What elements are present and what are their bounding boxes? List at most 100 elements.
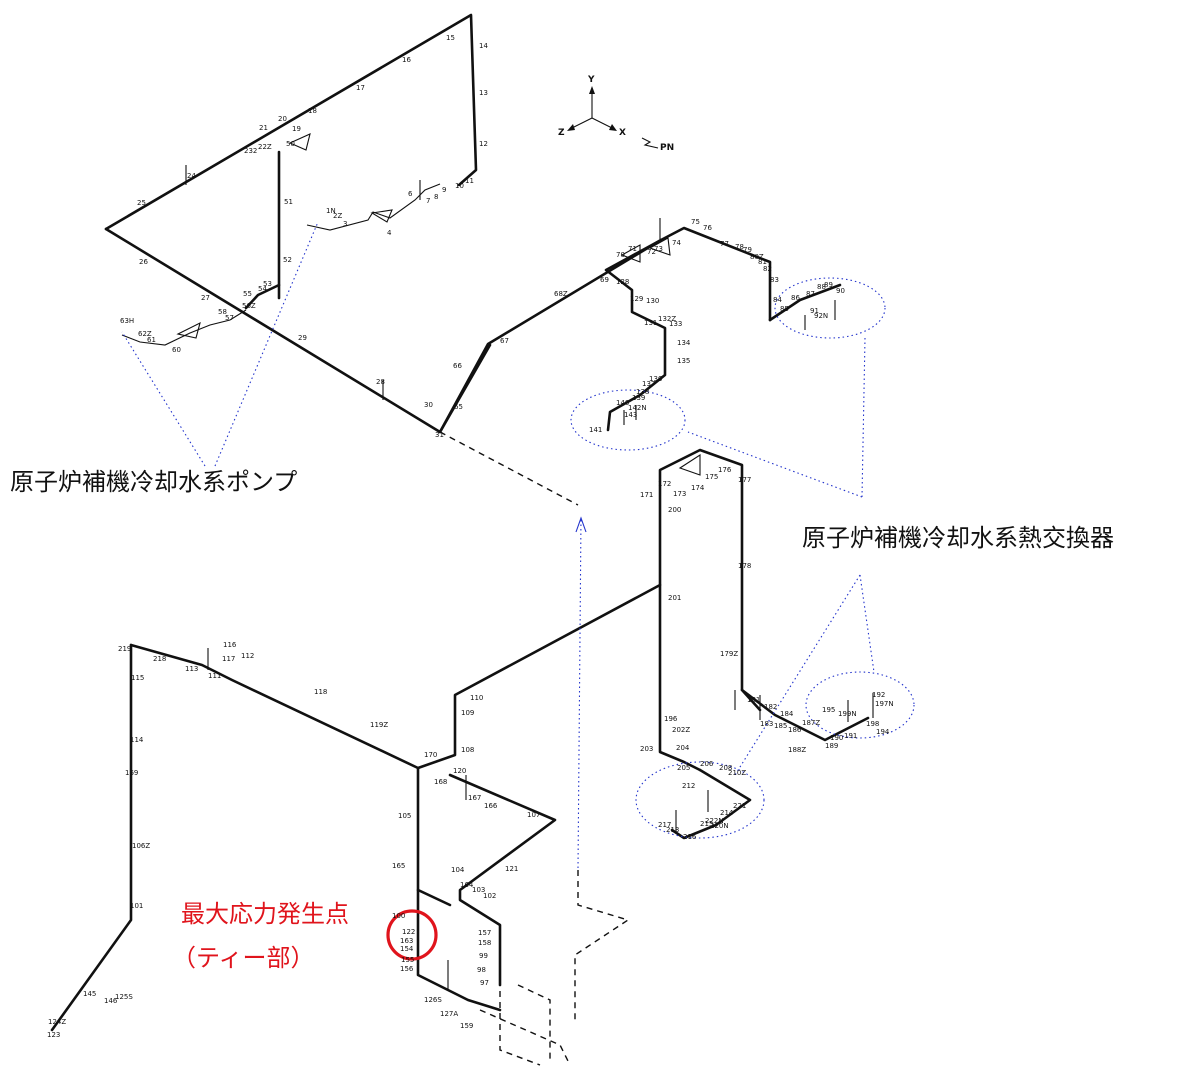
node-number-117: 117 (222, 655, 235, 663)
node-number-214: 214 (720, 809, 734, 817)
node-number-216: 216 (683, 833, 697, 841)
node-number-185: 185 (774, 722, 787, 730)
node-number-123: 123 (47, 1031, 60, 1039)
node-number-28: 28 (376, 378, 385, 386)
node-number-70: 70 (616, 251, 625, 259)
node-number-97: 97 (480, 979, 489, 987)
node-number-141: 141 (589, 426, 602, 434)
node-number-169: 169 (125, 769, 138, 777)
node-number-106Z: 106Z (132, 842, 150, 850)
node-number-183: 183 (760, 720, 773, 728)
node-number-154: 154 (400, 945, 414, 953)
node-number-192: 192 (872, 691, 885, 699)
node-number-198: 198 (866, 720, 879, 728)
node-number-21: 21 (259, 124, 268, 132)
node-number-174: 174 (691, 484, 705, 492)
node-number-205: 205 (677, 764, 690, 772)
node-number-61: 61 (147, 336, 156, 344)
node-number-195: 195 (822, 706, 835, 714)
node-number-140: 140 (616, 399, 629, 407)
node-number-121: 121 (505, 865, 518, 873)
node-number-179Z: 179Z (720, 650, 738, 658)
node-number-86: 86 (791, 294, 800, 302)
node-number-120: 120 (453, 767, 466, 775)
node-number-219: 219 (118, 645, 131, 653)
node-number-102: 102 (483, 892, 496, 900)
axis-triad (567, 86, 659, 149)
node-number-22Z: 22Z (258, 143, 272, 151)
node-number-63H: 63H (120, 317, 134, 325)
north-label: PN (660, 143, 674, 153)
node-number-186: 186 (788, 726, 802, 734)
node-number-58: 58 (218, 308, 227, 316)
node-number-171: 171 (640, 491, 653, 499)
node-number-77: 77 (720, 240, 729, 248)
node-number-175: 175 (705, 473, 718, 481)
node-number-129: 129 (630, 295, 643, 303)
node-number-128: 128 (616, 278, 629, 286)
node-number-176: 176 (718, 466, 732, 474)
node-number-25: 25 (137, 199, 146, 207)
node-number-191: 191 (844, 732, 857, 740)
node-number-78: 78 (735, 243, 744, 251)
node-number-82: 82 (763, 265, 772, 273)
node-number-51: 51 (284, 198, 293, 206)
node-number-12: 12 (479, 140, 488, 148)
hx-ring-lower-right (805, 671, 915, 739)
node-number-3: 3 (343, 220, 347, 228)
node-number-200: 200 (668, 506, 681, 514)
node-number-212: 212 (682, 782, 695, 790)
node-number-157: 157 (478, 929, 491, 937)
node-number-136: 136 (649, 375, 663, 383)
node-number-131: 131 (644, 319, 657, 327)
node-number-16: 16 (402, 56, 411, 64)
node-number-90: 90 (836, 287, 845, 295)
node-number-84: 84 (773, 296, 782, 304)
node-number-164: 164 (460, 881, 474, 889)
node-number-98: 98 (477, 966, 486, 974)
node-number-88: 88 (817, 283, 826, 291)
node-number-57: 57 (225, 314, 234, 322)
node-number-62Z: 62Z (138, 330, 152, 338)
node-number-67: 67 (500, 337, 509, 345)
node-number-173: 173 (673, 490, 686, 498)
node-number-8: 8 (434, 193, 438, 201)
node-number-92N: 92N (814, 312, 828, 320)
node-number-73: 73 (654, 245, 663, 253)
node-number-17: 17 (356, 84, 365, 92)
node-number-56Z: 56Z (242, 302, 256, 310)
node-number-132Z: 132Z (658, 315, 676, 323)
hx-ring-lower-left (635, 761, 765, 839)
node-number-119Z: 119Z (370, 721, 388, 729)
node-number-156: 156 (400, 965, 414, 973)
node-number-7: 7 (426, 197, 430, 205)
node-number-105: 105 (398, 812, 411, 820)
node-number-104: 104 (451, 866, 465, 874)
node-number-66: 66 (453, 362, 462, 370)
node-number-167: 167 (468, 794, 481, 802)
node-number-182: 182 (764, 703, 777, 711)
node-number-115: 115 (131, 674, 144, 682)
node-number-170: 170 (424, 751, 437, 759)
node-number-30: 30 (424, 401, 433, 409)
node-number-15: 15 (446, 34, 455, 42)
node-number-155: 155 (401, 956, 414, 964)
node-number-142N: 142N (628, 404, 647, 412)
node-number-100: 100 (392, 912, 405, 920)
axis-y-label: Y (587, 75, 595, 85)
node-number-110: 110 (470, 694, 483, 702)
node-number-55: 55 (243, 290, 252, 298)
node-number-163: 163 (400, 937, 413, 945)
node-number-130: 130 (646, 297, 659, 305)
node-number-206: 206 (700, 760, 714, 768)
node-number-177: 177 (738, 476, 751, 484)
node-number-31: 31 (435, 431, 444, 439)
node-number-204: 204 (676, 744, 690, 752)
node-number-114: 114 (130, 736, 144, 744)
node-number-107: 107 (527, 811, 540, 819)
node-number-85: 85 (780, 305, 789, 313)
node-number-19: 19 (292, 125, 301, 133)
node-number-145: 145 (83, 990, 96, 998)
pump-label: 原子炉補機冷却水系ポンプ (10, 468, 298, 496)
